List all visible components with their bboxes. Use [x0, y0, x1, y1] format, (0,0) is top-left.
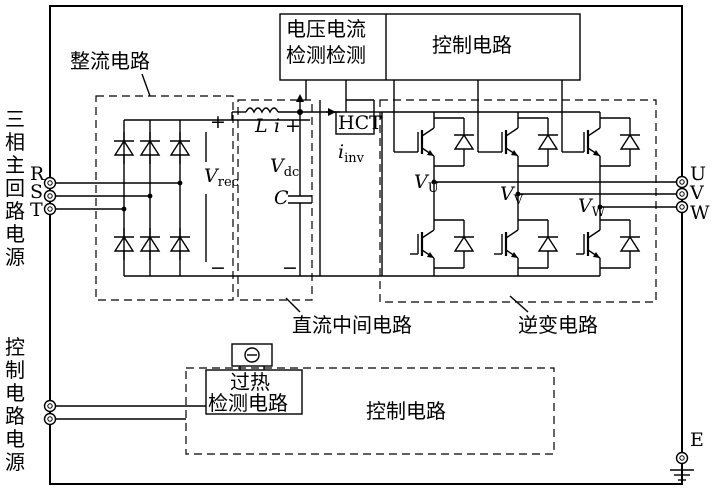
top-control-block: 电压电流 检测检测 控制电路	[279, 13, 581, 100]
bottom-control-block: 过热 检测电路 控制电路	[43, 343, 555, 455]
detect-title-line1: 电压电流	[286, 17, 366, 41]
inductor-label: L	[254, 115, 268, 137]
inductor-icon	[245, 107, 279, 114]
ctrl-terminal-1-icon	[43, 399, 57, 413]
terminal-r-label: R	[30, 163, 45, 185]
detect-title-line2: 检测检测	[286, 43, 366, 67]
terminal-s-icon	[43, 189, 57, 203]
igbt-u-lower-icon	[408, 218, 476, 270]
igbt-u-upper-icon	[408, 116, 476, 168]
igbt-v-upper-icon	[492, 116, 560, 168]
vdc-label: Vdc	[270, 155, 299, 180]
terminal-u-label: U	[690, 163, 706, 185]
rectifier-title: 整流电路	[70, 49, 150, 73]
rectifier-block: 整流电路 + − Vrec	[70, 49, 320, 301]
vw-label: VW	[578, 195, 606, 220]
vrec-plus: +	[210, 111, 226, 133]
input-terminals: R S T	[30, 163, 180, 221]
dc-link-title: 直流中间电路	[292, 313, 412, 337]
inverter-title: 逆变电路	[518, 313, 598, 337]
outer-frame	[49, 5, 683, 485]
current-i-label: i	[274, 115, 280, 137]
terminal-w-icon	[675, 200, 689, 214]
igbt-w-lower-icon	[574, 218, 642, 270]
hct-sensor: HCT iinv	[326, 80, 382, 166]
iinv-label: iinv	[338, 141, 365, 166]
top-control-title: 控制电路	[432, 33, 512, 57]
svg-text:三相主回路电源: 三相主回路电源	[5, 107, 25, 269]
thermal-sensor-icon	[231, 343, 273, 370]
current-i-plus: +	[285, 115, 301, 137]
capacitor-label: C	[274, 187, 289, 209]
hct-label: HCT	[338, 112, 382, 134]
ground-terminal: E	[670, 429, 704, 481]
terminal-v-label: V	[689, 182, 704, 204]
igbt-v-lower-icon	[492, 218, 560, 270]
terminal-t-label: T	[30, 199, 43, 221]
ctrl-terminal-2-icon	[43, 412, 57, 426]
svg-text:控制电路电源: 控制电路电源	[5, 335, 25, 474]
vrec-label: Vrec	[204, 165, 239, 190]
terminal-w-label: W	[690, 202, 710, 224]
terminal-t-icon	[43, 202, 57, 216]
terminal-u-icon	[675, 175, 689, 189]
terminal-s-label: S	[30, 181, 43, 203]
vv-label: VV	[500, 183, 524, 208]
control-power-label: 控制电路电源	[5, 335, 25, 474]
terminal-r-icon	[43, 176, 57, 190]
vrec-minus: −	[210, 257, 226, 279]
ground-terminal-icon	[675, 451, 689, 465]
vu-label: VU	[414, 171, 439, 196]
igbt-w-upper-icon	[574, 116, 642, 168]
overheat-title-line1: 过热	[230, 370, 270, 394]
output-terminals: U V W	[675, 163, 710, 224]
overheat-title-line2: 检测电路	[208, 391, 288, 415]
ground-label: E	[690, 429, 704, 451]
main-power-label: 三相主回路电源	[5, 107, 25, 269]
dc-link-block: 直流中间电路 L i + Vdc C −	[237, 94, 412, 337]
bottom-control-title: 控制电路	[366, 399, 446, 423]
vdc-minus: −	[282, 257, 298, 279]
terminal-v-icon	[675, 187, 689, 201]
inverter-block: 逆变电路 VU	[320, 80, 676, 337]
